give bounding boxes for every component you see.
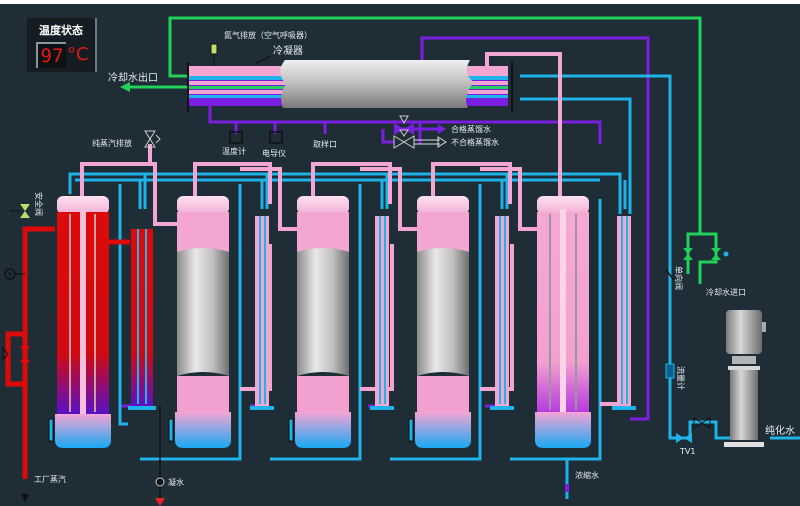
temperature-display: 97 xyxy=(36,42,66,68)
feed-pump xyxy=(724,310,766,447)
evaporator-column-1 xyxy=(55,196,111,448)
unqualified-water-valve-icon[interactable] xyxy=(393,129,415,149)
thermometer-icon xyxy=(229,131,243,144)
evaporator-column-4 xyxy=(415,196,471,448)
plant-steam-inlet-arrow-icon xyxy=(21,494,29,502)
vent-filter-icon xyxy=(210,43,218,66)
pure-steam-vent-valve-icon[interactable] xyxy=(144,130,161,148)
conductivity-meter-label: 电导仪 xyxy=(262,148,286,158)
preheater-1 xyxy=(128,229,156,410)
condenser-label: 冷凝器 xyxy=(273,44,303,57)
distillation-diagram: 温度状态 97 °C xyxy=(0,4,800,506)
thermometer-label: 温度计 xyxy=(222,146,246,156)
condensate-outlet-arrow-icon xyxy=(155,498,165,506)
condensate-label: 凝水 xyxy=(168,477,184,487)
feed-water-line xyxy=(68,74,800,461)
temperature-status-panel: 温度状态 97 °C xyxy=(27,18,97,72)
preheater-5 xyxy=(612,216,636,410)
evaporator-column-2 xyxy=(175,196,231,448)
level-gauge-icons xyxy=(48,418,414,442)
pure-steam-vent-label: 纯蒸汽排放 xyxy=(92,138,132,148)
cooling-inlet-valve-icon xyxy=(683,248,729,260)
preheater-3 xyxy=(370,216,394,410)
evaporator-column-5 xyxy=(535,196,591,448)
concentrate-label: 浓缩水 xyxy=(575,470,599,480)
check-valve-icon xyxy=(665,269,675,281)
flowmeter-label: 流量计 xyxy=(676,366,686,390)
condensate-trap-icon xyxy=(155,477,165,487)
cooling-outlet-arrow-icon xyxy=(120,82,130,92)
unqualified-water-arrow-icon xyxy=(437,136,447,148)
unqualified-water-label: 不合格蒸馏水 xyxy=(451,137,499,147)
safety-valve-icon[interactable] xyxy=(10,204,30,218)
preheater-4 xyxy=(490,216,514,410)
temperature-status-title: 温度状态 xyxy=(39,24,83,37)
qualified-water-arrow-icon xyxy=(438,124,446,134)
process-svg: 冷却水出口 冷却水进口 冷凝器 xyxy=(2,16,800,506)
cooling-water-outlet-label: 冷却水出口 xyxy=(108,71,158,84)
tv1-valve-icon[interactable] xyxy=(676,417,711,443)
nitrogen-vent-label: 氮气排放（空气呼吸器） xyxy=(224,30,312,40)
flowmeter-icon xyxy=(665,363,675,379)
condenser xyxy=(187,60,513,112)
safety-valve-label: 安全阀 xyxy=(34,192,44,216)
pressure-gauge-icon xyxy=(4,268,25,280)
plant-steam-valve-icon[interactable] xyxy=(2,346,30,362)
evaporator-column-3 xyxy=(295,196,351,448)
qualified-water-label: 合格蒸馏水 xyxy=(451,124,491,134)
qualified-water-valve-icon[interactable] xyxy=(394,115,414,135)
cooling-water-inlet-label: 冷却水进口 xyxy=(706,287,746,297)
plant-steam-label: 工厂蒸汽 xyxy=(34,474,66,484)
check-valve-label: 单向阀 xyxy=(674,266,684,290)
purified-water-label: 纯化水 xyxy=(765,424,795,437)
cooling-water-line xyxy=(128,16,718,284)
tv1-label: TV1 xyxy=(679,447,695,456)
conductivity-meter-icon xyxy=(269,131,283,144)
preheater-2 xyxy=(250,216,274,410)
sampling-port-label: 取样口 xyxy=(313,139,337,149)
temperature-unit: °C xyxy=(67,44,89,65)
